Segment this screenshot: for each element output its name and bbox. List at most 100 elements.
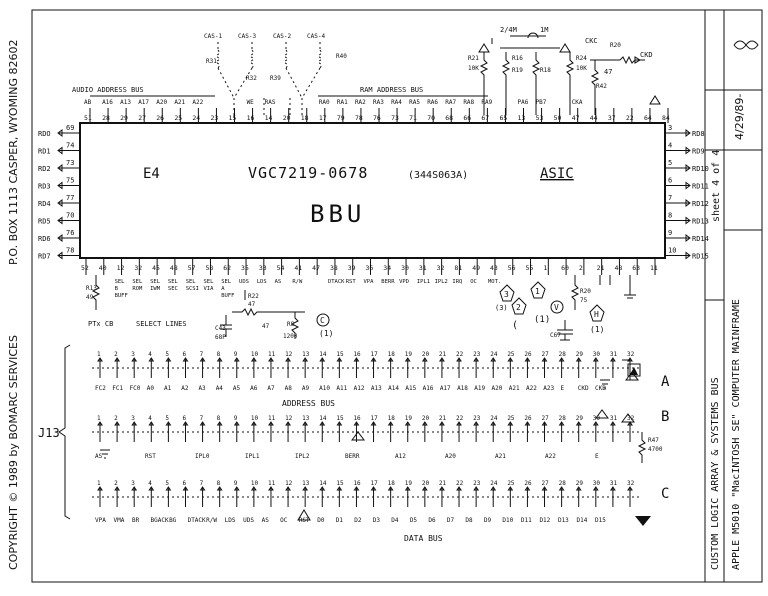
connector-pin-number: 28 <box>559 415 567 422</box>
crystal-freq-1: 2/4M <box>500 26 517 34</box>
pin-one-label: (1) <box>534 315 550 325</box>
left-pin-number: 74 <box>66 142 74 150</box>
connector-pin-number: 31 <box>610 351 618 358</box>
connector-signal-label: D8 <box>465 517 473 524</box>
connector-pin-arrow-icon <box>456 357 462 362</box>
connector-signal-label: A20 <box>445 453 456 460</box>
connector-pin-number: 23 <box>473 480 481 487</box>
connector-pin-arrow-icon <box>387 421 394 426</box>
connector-signal-label: D1 <box>336 517 344 524</box>
connector-pin-arrow-icon <box>131 486 138 491</box>
connector-pin-arrow-icon <box>250 486 257 491</box>
sheet-number: sheet 4 of 4 <box>711 150 722 222</box>
top-pin-number: 18 <box>301 114 309 122</box>
connector-pin-arrow-icon <box>387 357 394 362</box>
pullup-arrow-icon <box>297 431 365 521</box>
connector-pin-arrow-icon <box>370 357 377 362</box>
connector-pin-arrow-icon <box>199 421 206 426</box>
top-pin-label: A22 <box>192 99 203 106</box>
pin-arrow-icon <box>685 129 691 137</box>
bottom-pin-label-part: IRQ <box>452 279 462 285</box>
top-pin-number: 23 <box>210 114 218 122</box>
connector-pin-arrow-icon <box>302 486 309 491</box>
connector-pin-arrow-icon <box>97 486 103 491</box>
bottom-pin-number: 39 <box>348 264 356 272</box>
connector-pin-arrow-icon <box>404 357 411 362</box>
right-pin-number: 5 <box>668 159 672 167</box>
connector-pin-arrow-icon <box>302 421 309 426</box>
left-pin-number: 70 <box>66 212 74 220</box>
connector-pin-arrow-icon <box>404 421 411 426</box>
bottom-wiring <box>91 275 636 341</box>
connector-pin-number: 23 <box>473 351 481 358</box>
r21-ref: R21 <box>468 55 479 62</box>
connector-pin-arrow-icon <box>490 421 497 426</box>
connector-pin-number: 8 <box>217 415 221 422</box>
cas3-label: CAS-3 <box>238 33 256 40</box>
left-pin-number: 75 <box>66 177 74 185</box>
connector-pin-number: 25 <box>507 351 515 358</box>
connector-pin-arrow-icon <box>473 357 480 362</box>
connector-pin-arrow-icon <box>456 421 462 426</box>
connector-pin-arrow-icon <box>627 486 633 491</box>
connector-pin-number: 19 <box>405 351 413 358</box>
connector-signal-label: D13 <box>558 517 569 524</box>
top-pin-label: RA5 <box>409 99 420 106</box>
connector-pin-number: 24 <box>490 415 498 422</box>
connector-pin-arrow-icon <box>97 357 103 362</box>
r18-label: R18 <box>540 67 551 74</box>
connector-signal-label: E <box>561 385 565 392</box>
connector-pin-number: 20 <box>422 351 430 358</box>
pin-arrow-icon <box>57 146 63 155</box>
connector-signal-label: IPL2 <box>295 453 310 460</box>
top-pin-number: 66 <box>463 114 471 122</box>
bottom-pin-label-part: SEL <box>186 279 197 285</box>
connector-signal-label: FC2 <box>95 385 106 392</box>
connector-pin-number: 23 <box>473 415 481 422</box>
ptx-label: PTx CB <box>88 320 113 328</box>
bottom-pin-number: 54 <box>277 264 285 272</box>
r47c-ref: R47 <box>648 437 659 444</box>
connector-pin-arrow-icon <box>336 357 343 362</box>
connector-signal-label: A6 <box>250 385 258 392</box>
connector-signal-label: A19 <box>474 385 485 392</box>
connector-signal-label: D4 <box>391 517 399 524</box>
connector-pin-arrow-icon <box>609 421 616 426</box>
connector-pin-arrow-icon <box>165 421 172 426</box>
connector-pin-number: 25 <box>507 415 515 422</box>
connector-pin-number: 29 <box>576 415 584 422</box>
connector-pin-number: 27 <box>542 480 550 487</box>
connector-pin-number: 3 <box>131 351 135 358</box>
connector-pin-number: 1 <box>97 415 101 422</box>
top-pin-number: 71 <box>409 114 417 122</box>
top-pin-number: 84 <box>662 114 670 122</box>
connector-pin-number: 18 <box>388 480 396 487</box>
connector-pin-arrow-icon <box>473 486 480 491</box>
top-pin-number: 14 <box>265 114 273 122</box>
connector-signal-label: A23 <box>543 385 554 392</box>
top-pin-number: 20 <box>283 114 291 122</box>
right-pin-label: RD10 <box>692 165 709 173</box>
connector-pin-arrow-icon <box>609 486 616 491</box>
r20b-value: 75 <box>580 297 588 304</box>
connector-pin-arrow-icon <box>541 357 548 362</box>
connector-signal-label: D12 <box>539 517 550 524</box>
pin-arrow-icon <box>57 164 63 172</box>
bottom-pin-label-part: B <box>115 286 119 292</box>
connector-pin-number: 6 <box>182 480 186 487</box>
connector-pin-arrow-icon <box>268 421 274 426</box>
select-lines-label: SELECT LINES <box>136 320 187 328</box>
right-pin-label: RD11 <box>692 183 709 191</box>
connector-pin-arrow-icon <box>148 486 155 491</box>
connector-pin-arrow-icon <box>473 421 480 426</box>
connector-pin-arrow-icon <box>233 486 240 491</box>
pin-arrow-icon <box>57 251 63 260</box>
top-pin-label: AB <box>84 99 92 106</box>
connector-signal-label: A8 <box>285 385 293 392</box>
bottom-pin-label-part: SEL <box>203 279 214 285</box>
connector-pin-arrow-icon <box>558 357 565 362</box>
ckc-label: CKC <box>585 37 598 45</box>
offsheet-1-icon <box>530 281 546 299</box>
